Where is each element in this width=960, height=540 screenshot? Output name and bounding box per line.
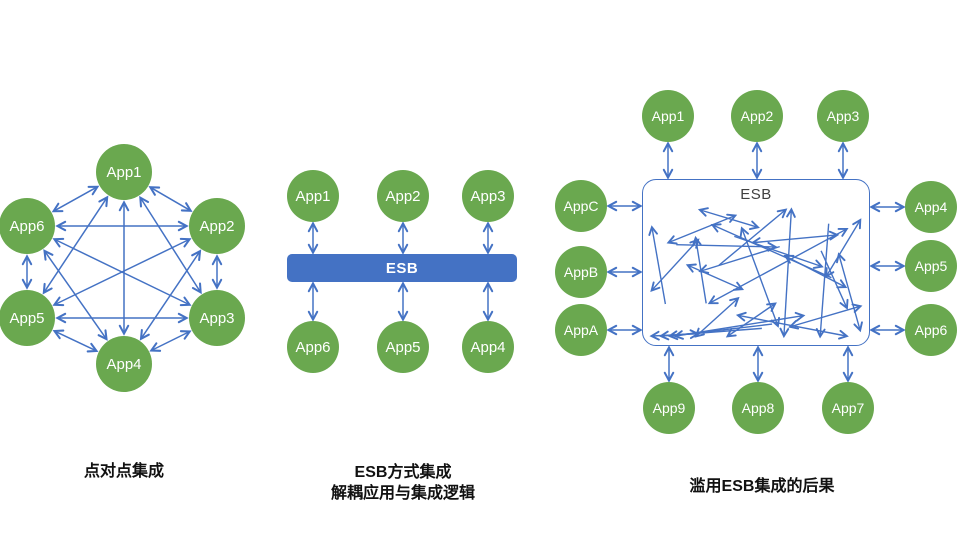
caption-abuse: 滥用ESB集成的后果 [689,478,835,495]
app-node-app7: App7 [822,382,874,434]
app-node-app6: App6 [0,198,55,254]
caption-esb: ESB方式集成 解耦应用与集成逻辑 [301,462,505,504]
app-node-app4: App4 [905,181,957,233]
mesh-arrow [148,186,193,212]
esb-box: ESB [642,179,870,346]
caption-esb-line2: 解耦应用与集成逻辑 [330,485,475,502]
app-node-app6: App6 [905,304,957,356]
app-node-appc: AppC [555,180,607,232]
app-node-app3: App3 [189,290,245,346]
app-node-app4: App4 [96,336,152,392]
mesh-arrow [52,237,192,307]
app-node-app1: App1 [287,170,339,222]
app-node-app5: App5 [377,321,429,373]
mesh-arrow [42,195,109,295]
app-node-app2: App2 [377,170,429,222]
app-node-app6: App6 [287,321,339,373]
mesh-arrow [52,237,192,307]
app-node-app1: App1 [642,90,694,142]
app-node-app5: App5 [905,240,957,292]
mesh-arrow [43,249,108,341]
app-node-app5: App5 [0,290,55,346]
esb-bar: ESB [287,254,517,282]
app-node-app3: App3 [817,90,869,142]
mesh-arrow [52,329,99,353]
app-node-app8: App8 [732,382,784,434]
esb-bar-label: ESB [385,259,419,277]
app-node-app9: App9 [643,382,695,434]
caption-esb-line1: ESB方式集成 [354,464,452,481]
app-node-app4: App4 [462,321,514,373]
app-node-app2: App2 [731,90,783,142]
app-node-appa: AppA [555,304,607,356]
app-node-app3: App3 [462,170,514,222]
caption-p2p: 点对点集成 [83,463,164,480]
app-node-app2: App2 [189,198,245,254]
app-node-appb: AppB [555,246,607,298]
mesh-arrow [149,330,192,352]
esb-box-label: ESB [740,186,772,203]
app-node-app1: App1 [96,144,152,200]
mesh-arrow [51,185,100,213]
